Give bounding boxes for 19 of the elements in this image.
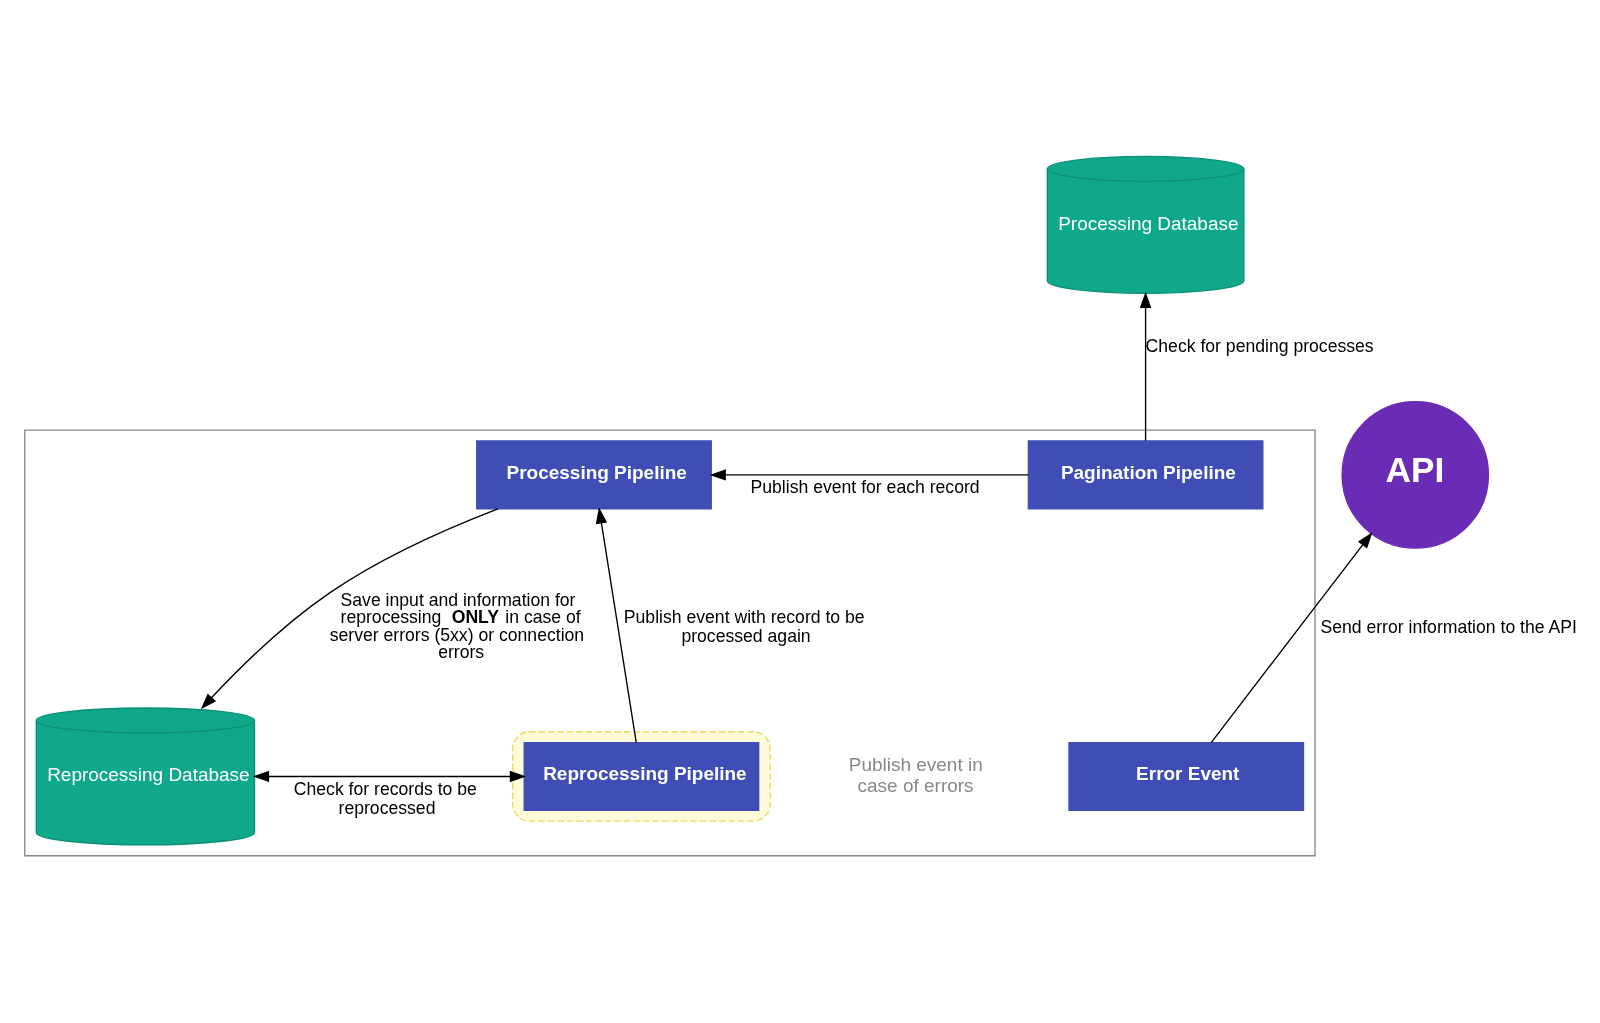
edge-label: Publish event with record to be processed again (623, 607, 865, 647)
edge-label: Save input and information for reprocessing ONLY in case of server errors (5xx) or connection errors (329, 589, 585, 663)
arrow (1210, 532, 1373, 744)
arrow (1139, 291, 1152, 442)
arrow (595, 507, 637, 744)
node-box: Error Event (1068, 741, 1305, 811)
arrow (252, 770, 527, 783)
cluster (24, 429, 1316, 857)
node-box: Processing Pipeline (476, 440, 712, 510)
label: Publish event in case of errors (848, 754, 983, 796)
arrow (200, 508, 499, 710)
edge-label: Send error information to the API (1320, 616, 1577, 637)
edge-label: Check for pending processes (1145, 336, 1374, 357)
arrow (709, 469, 1029, 481)
cluster (512, 731, 771, 822)
edge-label: Publish event for each record (750, 477, 980, 498)
node-box: Pagination Pipeline (1027, 440, 1264, 510)
edge-label: Check for records to be reprocessed (293, 778, 477, 818)
node-box: Reprocessing Pipeline (523, 741, 760, 811)
